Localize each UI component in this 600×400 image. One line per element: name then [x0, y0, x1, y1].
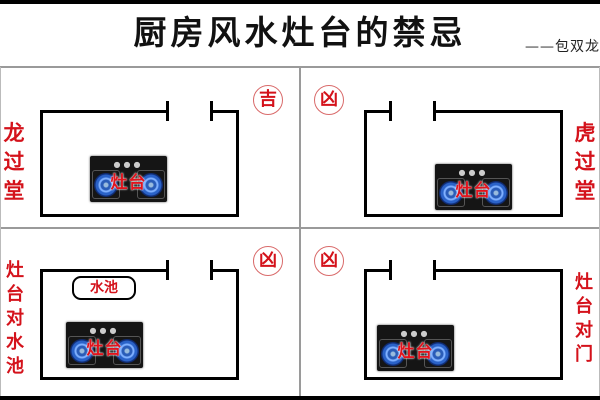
- stove: ●●● 灶台: [90, 156, 167, 202]
- burner-icon: [94, 173, 118, 197]
- stove-knobs: ●●●: [458, 168, 489, 177]
- top-border: [0, 0, 600, 4]
- door-jamb-right: [210, 101, 213, 121]
- left-edge: [0, 67, 1, 396]
- stove-label: 灶台: [455, 181, 492, 201]
- burner-frame-icon: [92, 170, 120, 199]
- burner-frame-icon: [437, 178, 465, 207]
- panel-label-vertical: 虎 过 堂: [574, 120, 596, 203]
- verdict-seal-auspicious: 吉: [253, 85, 283, 115]
- burner-icon: [115, 339, 139, 363]
- burner-icon: [70, 339, 94, 363]
- stove-knobs: ●●●: [400, 329, 431, 338]
- room-outline: [364, 269, 563, 380]
- verdict-seal-inauspicious: 凶: [314, 85, 344, 115]
- room-outline: [364, 110, 563, 217]
- stove-knobs: ●●●: [113, 160, 144, 169]
- panel-stove-facing-sink: 灶 台 对 水 池 水池 ●●● 灶台 凶: [0, 229, 299, 396]
- burner-icon: [484, 181, 508, 205]
- burner-frame-icon: [113, 336, 141, 365]
- burner-icon: [139, 173, 163, 197]
- burner-frame-icon: [137, 170, 165, 199]
- burner-icon: [439, 181, 463, 205]
- page-title: 厨房风水灶台的禁忌: [133, 13, 467, 52]
- stove: ●●● 灶台: [435, 164, 512, 210]
- bottom-border: [0, 396, 600, 400]
- stove: ●●● 灶台: [66, 322, 143, 368]
- door-opening: [392, 110, 434, 115]
- panel-label-vertical: 龙 过 堂: [3, 120, 25, 203]
- panel-label-vertical: 灶 台 对 门: [575, 272, 593, 365]
- verdict-seal-inauspicious: 凶: [253, 246, 283, 276]
- door-jamb-right: [210, 260, 213, 280]
- verdict-seal-inauspicious: 凶: [314, 246, 344, 276]
- stove-label: 灶台: [86, 339, 123, 359]
- door-opening: [392, 269, 434, 274]
- sink: 水池: [72, 276, 136, 300]
- burner-frame-icon: [424, 339, 452, 368]
- burner-frame-icon: [379, 339, 407, 368]
- door-jamb-right: [433, 101, 436, 121]
- room-outline: [40, 110, 239, 217]
- stove: ●●● 灶台: [377, 325, 454, 371]
- burner-frame-icon: [68, 336, 96, 365]
- door-jamb-left: [389, 260, 392, 280]
- door-jamb-left: [389, 101, 392, 121]
- column-divider: [299, 67, 301, 396]
- panel-stove-facing-door: 凶 ●●● 灶台 灶 台 对 门: [301, 229, 600, 396]
- stove-label: 灶台: [110, 173, 147, 193]
- burner-icon: [426, 342, 450, 366]
- door-jamb-left: [166, 260, 169, 280]
- panel-tiger-passing-hall: 凶 ●●● 灶台 虎 过 堂: [301, 68, 600, 227]
- burner-icon: [381, 342, 405, 366]
- door-jamb-right: [433, 260, 436, 280]
- panel-dragon-passing-hall: 龙 过 堂 ●●● 灶台 吉: [0, 68, 299, 227]
- room-outline: [40, 269, 239, 380]
- door-opening: [169, 110, 211, 115]
- burner-frame-icon: [482, 178, 510, 207]
- door-opening: [169, 269, 211, 274]
- panel-label-vertical: 灶 台 对 水 池: [6, 260, 24, 377]
- author-credit: ——包双龙: [525, 39, 600, 55]
- stove-label: 灶台: [397, 342, 434, 362]
- door-jamb-left: [166, 101, 169, 121]
- stove-knobs: ●●●: [89, 326, 120, 335]
